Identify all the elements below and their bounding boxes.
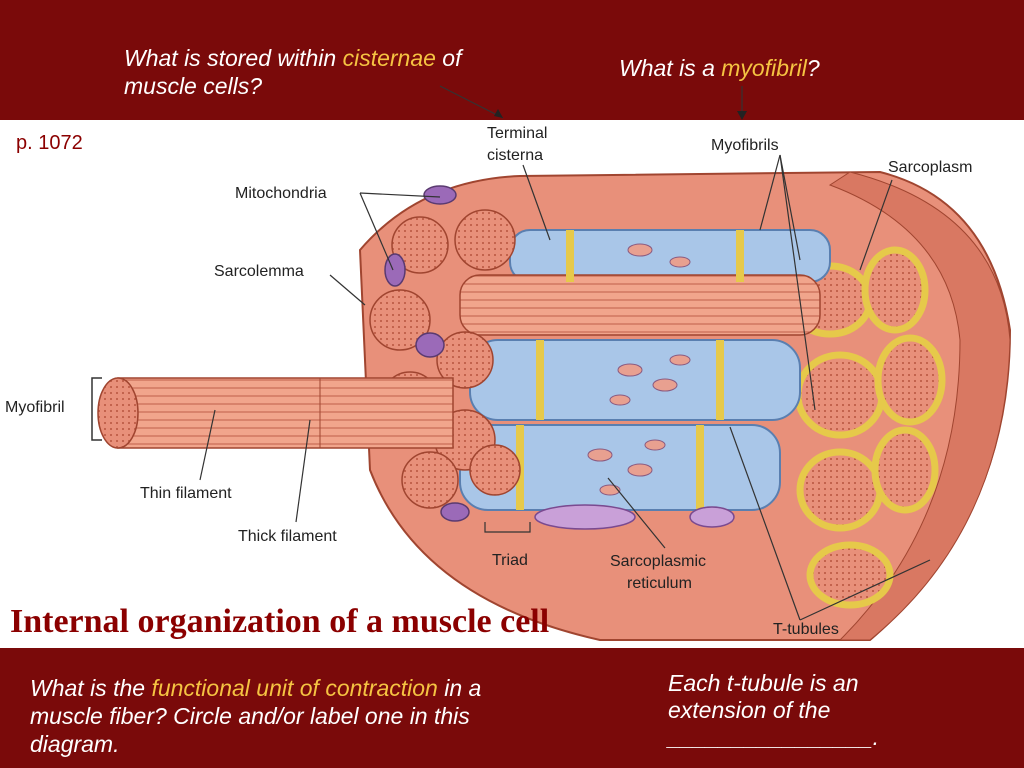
question-text: muscle fiber? Circle and/or label one in…	[30, 703, 470, 729]
question-text: muscle cells?	[124, 73, 263, 99]
label-myofibrils: Myofibrils	[711, 137, 779, 154]
question-highlight: functional unit of contraction	[151, 675, 438, 701]
label-terminal-cisterna-1: Terminal	[487, 125, 547, 142]
question-text: What is the	[30, 675, 152, 701]
question-text: of	[435, 45, 462, 71]
question-myofibril: What is a myofibril?	[619, 54, 820, 82]
slide-title: Internal organization of a muscle cell	[10, 603, 550, 640]
question-cisternae: What is stored within cisternae of muscl…	[124, 44, 462, 100]
label-sarcolemma: Sarcolemma	[214, 263, 304, 280]
question-text: in a	[437, 675, 482, 701]
arrowhead	[494, 109, 503, 118]
page-reference: p. 1072	[16, 132, 83, 154]
question-t-tubule: Each t-tubule is an extension of the ___…	[668, 670, 879, 751]
label-terminal-cisterna-2: cisterna	[487, 147, 543, 164]
label-myofibril: Myofibril	[5, 399, 65, 416]
label-t-tubules: T-tubules	[773, 621, 839, 638]
label-thin-filament: Thin filament	[140, 485, 232, 502]
protruding-myofibril	[97, 377, 454, 449]
question-text: Each t-tubule is an	[668, 670, 859, 696]
question-text: extension of the	[668, 697, 831, 723]
answer-blank: ________________.	[668, 724, 880, 750]
sarcoplasmic-reticulum-rows	[459, 229, 831, 530]
mitochondria	[384, 185, 470, 522]
question-text: diagram.	[30, 731, 120, 757]
arrowhead	[737, 111, 747, 120]
question-functional-unit: What is the functional unit of contracti…	[30, 674, 481, 758]
question-text: What is a	[619, 55, 722, 81]
label-sarcoplasmic-1: Sarcoplasmic	[610, 553, 706, 570]
label-mitochondria: Mitochondria	[235, 185, 327, 202]
question-highlight: myofibril	[721, 55, 807, 81]
question-text: What is stored within	[124, 45, 343, 71]
sarcoplasm-band	[828, 171, 1011, 641]
label-triad: Triad	[492, 552, 528, 569]
label-thick-filament: Thick filament	[238, 528, 337, 545]
question-text: ?	[806, 55, 820, 81]
myofibril-bracket	[91, 377, 102, 441]
label-sarcoplasmic-2: reticulum	[627, 575, 692, 592]
question-highlight: cisternae	[342, 45, 436, 71]
label-sarcoplasm: Sarcoplasm	[888, 159, 972, 176]
